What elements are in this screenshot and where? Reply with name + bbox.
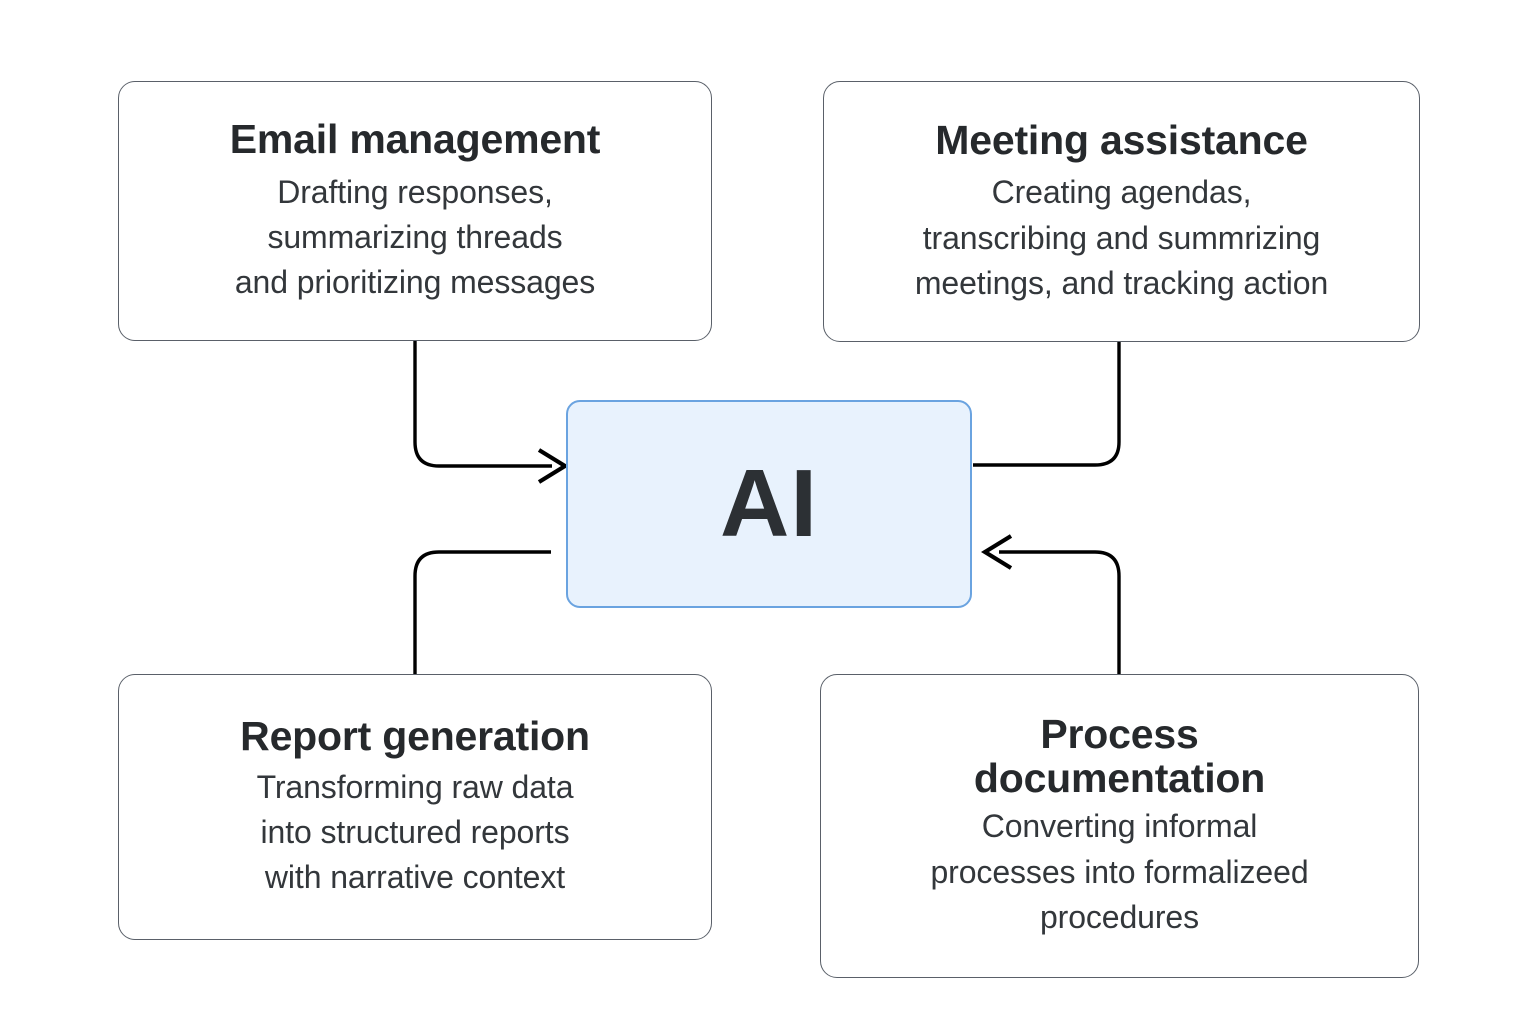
node-description: Drafting responses, summarizing threads …	[234, 173, 596, 301]
node-title: Meeting assistance	[935, 116, 1308, 163]
connector-email-to-ai-arrowhead	[537, 448, 570, 484]
connector-process-to-ai-arrowhead	[980, 534, 1013, 570]
node-description: Converting informal processes into forma…	[930, 808, 1309, 936]
node-description: Transforming raw data into structured re…	[256, 768, 574, 896]
ai-label: AI	[720, 450, 818, 557]
node-title: Report generation	[240, 713, 590, 760]
node-meeting-assistance[interactable]: Meeting assistance Creating agendas, tra…	[823, 81, 1420, 342]
connector-process-to-ai	[999, 550, 1121, 674]
connector-meeting-to-ai	[973, 342, 1121, 467]
connector-ai-to-report	[413, 550, 551, 674]
node-email-management[interactable]: Email management Drafting responses, sum…	[118, 81, 712, 341]
node-description: Creating agendas, transcribing and summr…	[914, 174, 1329, 301]
node-title: Process documentation	[973, 711, 1266, 801]
node-title: Email management	[229, 116, 601, 163]
node-process-documentation[interactable]: Process documentation Converting informa…	[820, 674, 1419, 978]
node-ai-center[interactable]: AI	[566, 400, 972, 608]
connector-email-to-ai	[413, 341, 552, 468]
node-report-generation[interactable]: Report generation Transforming raw data …	[118, 674, 712, 940]
